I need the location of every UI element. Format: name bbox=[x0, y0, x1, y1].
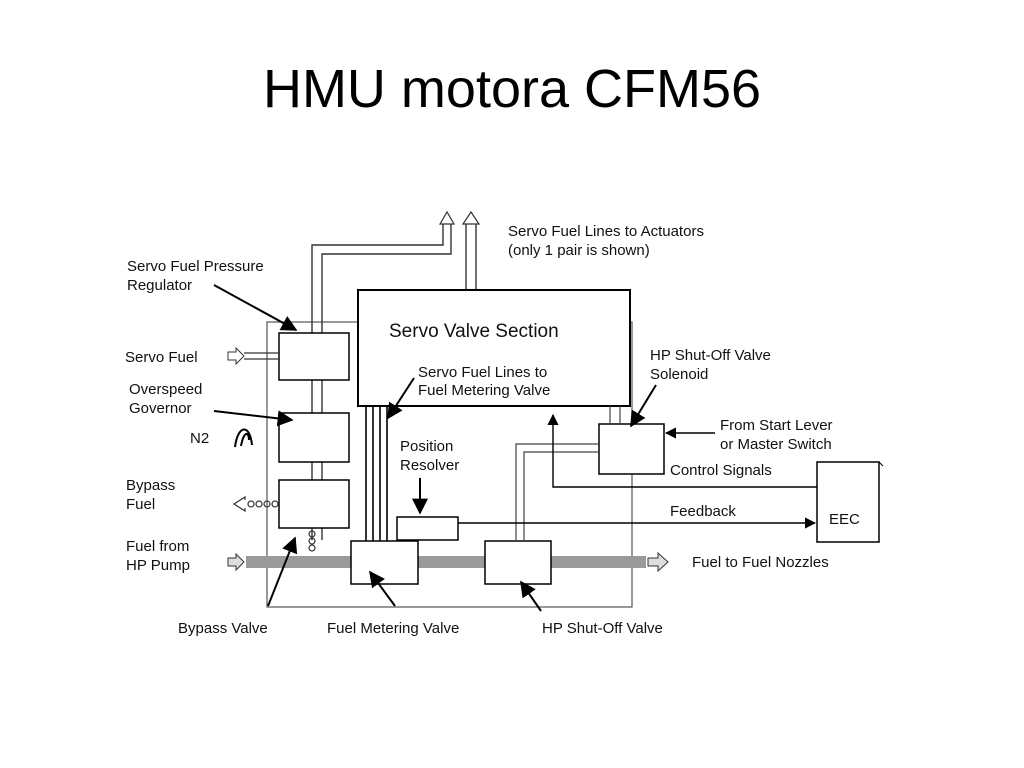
servo-lines-actuators-label: Servo Fuel Lines to Actuators (only 1 pa… bbox=[508, 223, 708, 259]
servo-fuel-label: Servo Fuel bbox=[125, 349, 198, 366]
actuator-arrow-icon bbox=[438, 210, 481, 225]
servo-fuel-pressure-regulator-box bbox=[278, 332, 350, 381]
bypass-pipe bbox=[247, 500, 316, 552]
feedback-label: Feedback bbox=[670, 503, 736, 520]
hp-shutoff-solenoid-label: HP Shut-Off Valve Solenoid bbox=[650, 347, 775, 383]
control-signals-label: Control Signals bbox=[670, 462, 772, 479]
n2-label: N2 bbox=[190, 430, 209, 447]
pointer-arrows bbox=[213, 284, 657, 612]
control-signal-line bbox=[547, 413, 817, 488]
servo-lines-metering bbox=[365, 406, 388, 541]
hp-shutoff-valve-label: HP Shut-Off Valve bbox=[542, 620, 663, 637]
bypass-valve-box bbox=[278, 479, 350, 529]
solenoid-lines bbox=[515, 406, 621, 541]
bypass-out-arrow-icon bbox=[232, 495, 246, 513]
servo-lines-metering-label: Servo Fuel Lines to Fuel Metering Valve bbox=[418, 364, 551, 399]
fuel-from-hp-pump-label: Fuel from HP Pump bbox=[126, 538, 194, 574]
hp-shutoff-solenoid-box bbox=[598, 423, 665, 475]
start-lever-label: From Start Lever or Master Switch bbox=[720, 417, 837, 453]
bypass-fuel-label: Bypass Fuel bbox=[126, 477, 179, 513]
fuel-to-nozzles-label: Fuel to Fuel Nozzles bbox=[692, 554, 829, 571]
fuel-metering-valve-label: Fuel Metering Valve bbox=[327, 620, 459, 637]
servo-valve-section-box bbox=[357, 289, 631, 407]
main-fuel-line bbox=[246, 556, 646, 568]
bypass-valve-label: Bypass Valve bbox=[178, 620, 268, 637]
position-resolver-label: Position Resolver bbox=[400, 438, 459, 474]
slide-title: HMU motora CFM56 bbox=[262, 59, 762, 119]
servo-valve-section-label: Servo Valve Section bbox=[389, 321, 559, 342]
servo-fuel-pressure-regulator-label: Servo Fuel Pressure Regulator bbox=[127, 258, 268, 294]
eec-label: EEC bbox=[829, 511, 860, 528]
servo-fuel-arrow-icon bbox=[227, 346, 245, 366]
fuel-in-arrow-icon bbox=[227, 552, 245, 572]
position-resolver-box bbox=[396, 516, 459, 541]
overspeed-governor-label: Overspeed Governor bbox=[129, 381, 207, 417]
eec-box bbox=[816, 461, 880, 543]
servo-lines-actuators bbox=[311, 222, 477, 540]
fuel-metering-valve-box bbox=[350, 540, 419, 585]
fuel-out-arrow-icon bbox=[647, 551, 669, 573]
hp-shutoff-valve-box bbox=[484, 540, 552, 585]
n2-drive-icon bbox=[234, 428, 253, 448]
